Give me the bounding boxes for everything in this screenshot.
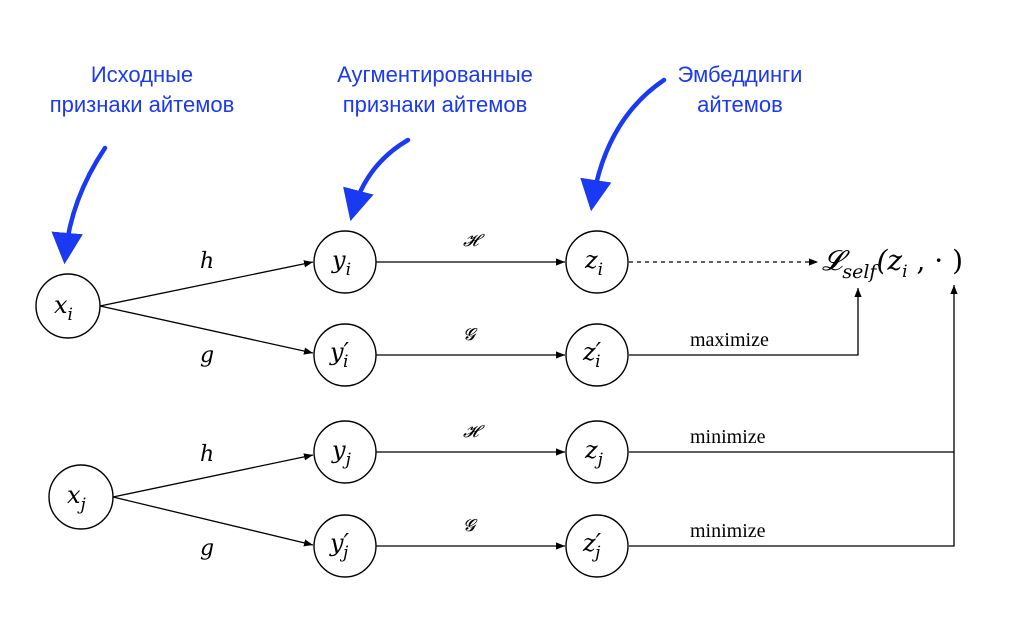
label-g-top: g (200, 343, 214, 368)
edge-maximize (629, 288, 862, 356)
edge-xj-yj (112, 453, 314, 498)
svg-text:y′i: y′i (329, 338, 350, 372)
caption-embeddings: Эмбеддинги айтемов (677, 62, 803, 117)
svg-text:xi: xi (54, 291, 73, 325)
svg-text:xj: xj (67, 481, 87, 515)
node-y-j-prime: y′j (313, 514, 377, 578)
svg-text:z′i: z′i (582, 338, 602, 372)
pointer-arrow-embeddings (580, 77, 667, 212)
edge-xi-yi (99, 260, 314, 307)
pointer-arrow-raw (51, 145, 108, 265)
svg-text:yj: yj (331, 436, 352, 470)
label-H-2: 𝓗 (463, 422, 485, 442)
node-y-i: yi (313, 230, 377, 294)
label-G-2: 𝓖 (463, 516, 478, 536)
node-z-j: zj (565, 420, 629, 484)
node-z-i: zi (565, 230, 629, 294)
edge-xi-yi-prime (99, 305, 314, 355)
edge-minimize-2 (629, 285, 958, 547)
loss-expression: 𝓛self(zi , · ) (822, 244, 963, 283)
svg-text:zj: zj (584, 436, 604, 470)
pointer-arrow-augmented (343, 137, 411, 222)
svg-text:y′j: y′j (329, 529, 350, 563)
caption-augmented-features: Аугментированные признаки айтемов (337, 62, 533, 117)
label-maximize: maximize (690, 329, 769, 351)
node-x-j: xj (48, 464, 114, 530)
node-z-j-prime: z′j (565, 514, 629, 578)
svg-text:yi: yi (331, 246, 351, 280)
label-h-top: h (200, 249, 214, 274)
caption-raw-features: Исходные признаки айтемов (49, 62, 235, 117)
label-minimize-1: minimize (690, 426, 766, 448)
svg-text:z′j: z′j (582, 529, 602, 563)
edge-xj-yj-prime (112, 496, 314, 547)
label-H-1: 𝓗 (463, 231, 485, 251)
node-y-j: yj (313, 420, 377, 484)
svg-text:zi: zi (584, 246, 603, 280)
node-x-i: xi (35, 273, 101, 339)
label-minimize-2: minimize (690, 520, 766, 542)
label-G-1: 𝓖 (463, 325, 478, 345)
node-y-i-prime: y′i (313, 323, 377, 387)
label-h-bottom: h (200, 442, 214, 467)
label-g-bottom: g (200, 536, 214, 561)
node-z-i-prime: z′i (565, 323, 629, 387)
